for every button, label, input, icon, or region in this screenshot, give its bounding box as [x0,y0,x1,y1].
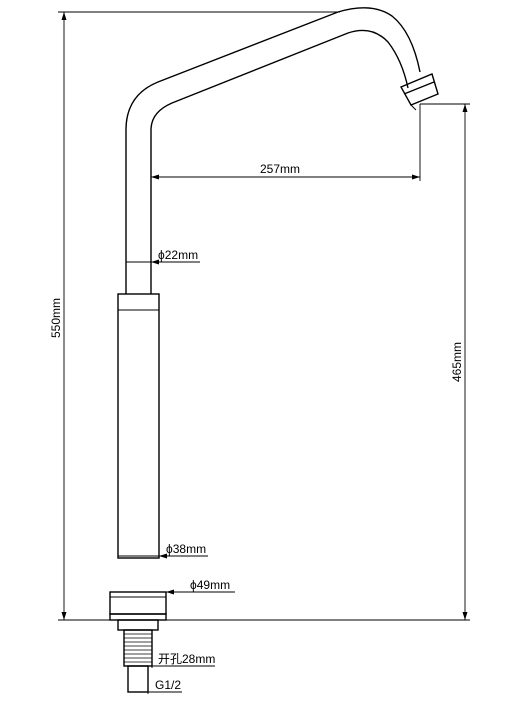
base-ring [109,591,167,615]
spout-height-label: 465mm [450,342,464,382]
spout-outer-contour [125,7,421,262]
threaded-shank [123,629,153,667]
dimension-lines [58,11,470,694]
arrowheads [61,12,468,620]
base-gasket [109,613,167,621]
main-body [117,293,160,559]
arrow-reach-right [412,174,420,180]
arrow-spout-bottom [462,612,468,620]
spout-inner-contour [150,29,409,262]
arrow-overall-bottom [61,612,67,620]
arrow-dia38 [159,553,167,559]
inlet-tail [127,665,149,693]
faucet-outline [109,7,439,693]
arrow-overall-top [61,12,67,20]
thread-label: G1/2 [155,678,181,692]
arrow-dia49 [166,589,174,595]
mounting-nut [117,619,159,631]
aerator-tip [410,104,417,111]
base-diameter-label: ϕ49mm [190,578,230,592]
body-diameter-label: ϕ38mm [166,542,206,556]
spout-reach-label: 257mm [260,162,300,176]
aerator-ring [403,81,435,95]
aerator-nozzle [400,73,439,106]
arrow-spout-top [462,104,468,112]
thread-hatching [124,633,152,663]
upper-pipe-diameter-label: ϕ22mm [158,248,198,262]
mounting-hole-label: 开孔28mm [158,652,215,666]
overall-height-label: 550mm [49,298,63,338]
arrow-dia22 [151,259,159,265]
arrow-reach-left [151,174,159,180]
